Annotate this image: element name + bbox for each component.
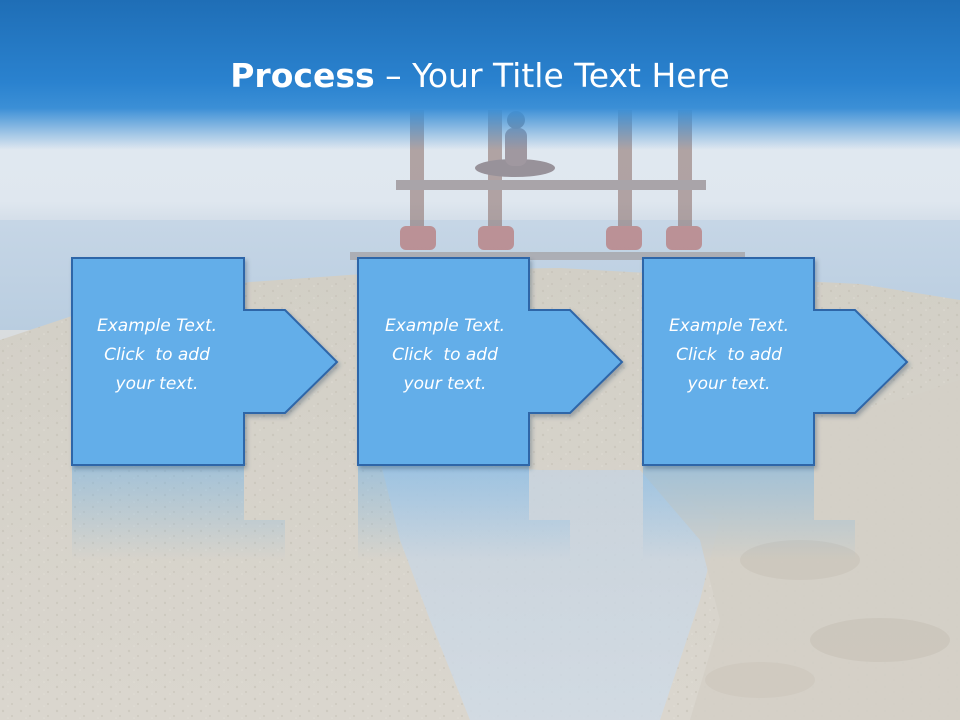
title-rest: – Your Title Text Here [374, 56, 730, 95]
step-2-reflection [358, 466, 570, 560]
step-2-line-2: Click to add [392, 345, 498, 365]
slide-title[interactable]: Process – Your Title Text Here [0, 54, 960, 98]
step-2-line-1: Example Text. [385, 316, 505, 336]
rock-3 [705, 662, 815, 698]
step-3-line-2: Click to add [676, 345, 782, 365]
step-2-line-3: your text. [403, 374, 487, 394]
process-step-3[interactable]: Example Text. Click to add your text. [642, 257, 909, 560]
step-3-line-3: your text. [687, 374, 771, 394]
step-2-shape [357, 257, 624, 466]
step-1-line-2: Click to add [104, 345, 210, 365]
step-1-shape [71, 257, 339, 466]
process-step-1[interactable]: Example Text. Click to add your text. [71, 257, 339, 560]
process-step-2[interactable]: Example Text. Click to add your text. [357, 257, 624, 560]
step-1-line-1: Example Text. [97, 316, 217, 336]
step-3-shape [642, 257, 909, 466]
title-bar [0, 0, 960, 150]
step-3-reflection [643, 466, 855, 560]
step-1-line-3: your text. [115, 374, 199, 394]
title-bold: Process [230, 56, 375, 95]
step-3-line-1: Example Text. [669, 316, 789, 336]
rock-2 [810, 618, 950, 662]
step-1-reflection [72, 466, 285, 560]
